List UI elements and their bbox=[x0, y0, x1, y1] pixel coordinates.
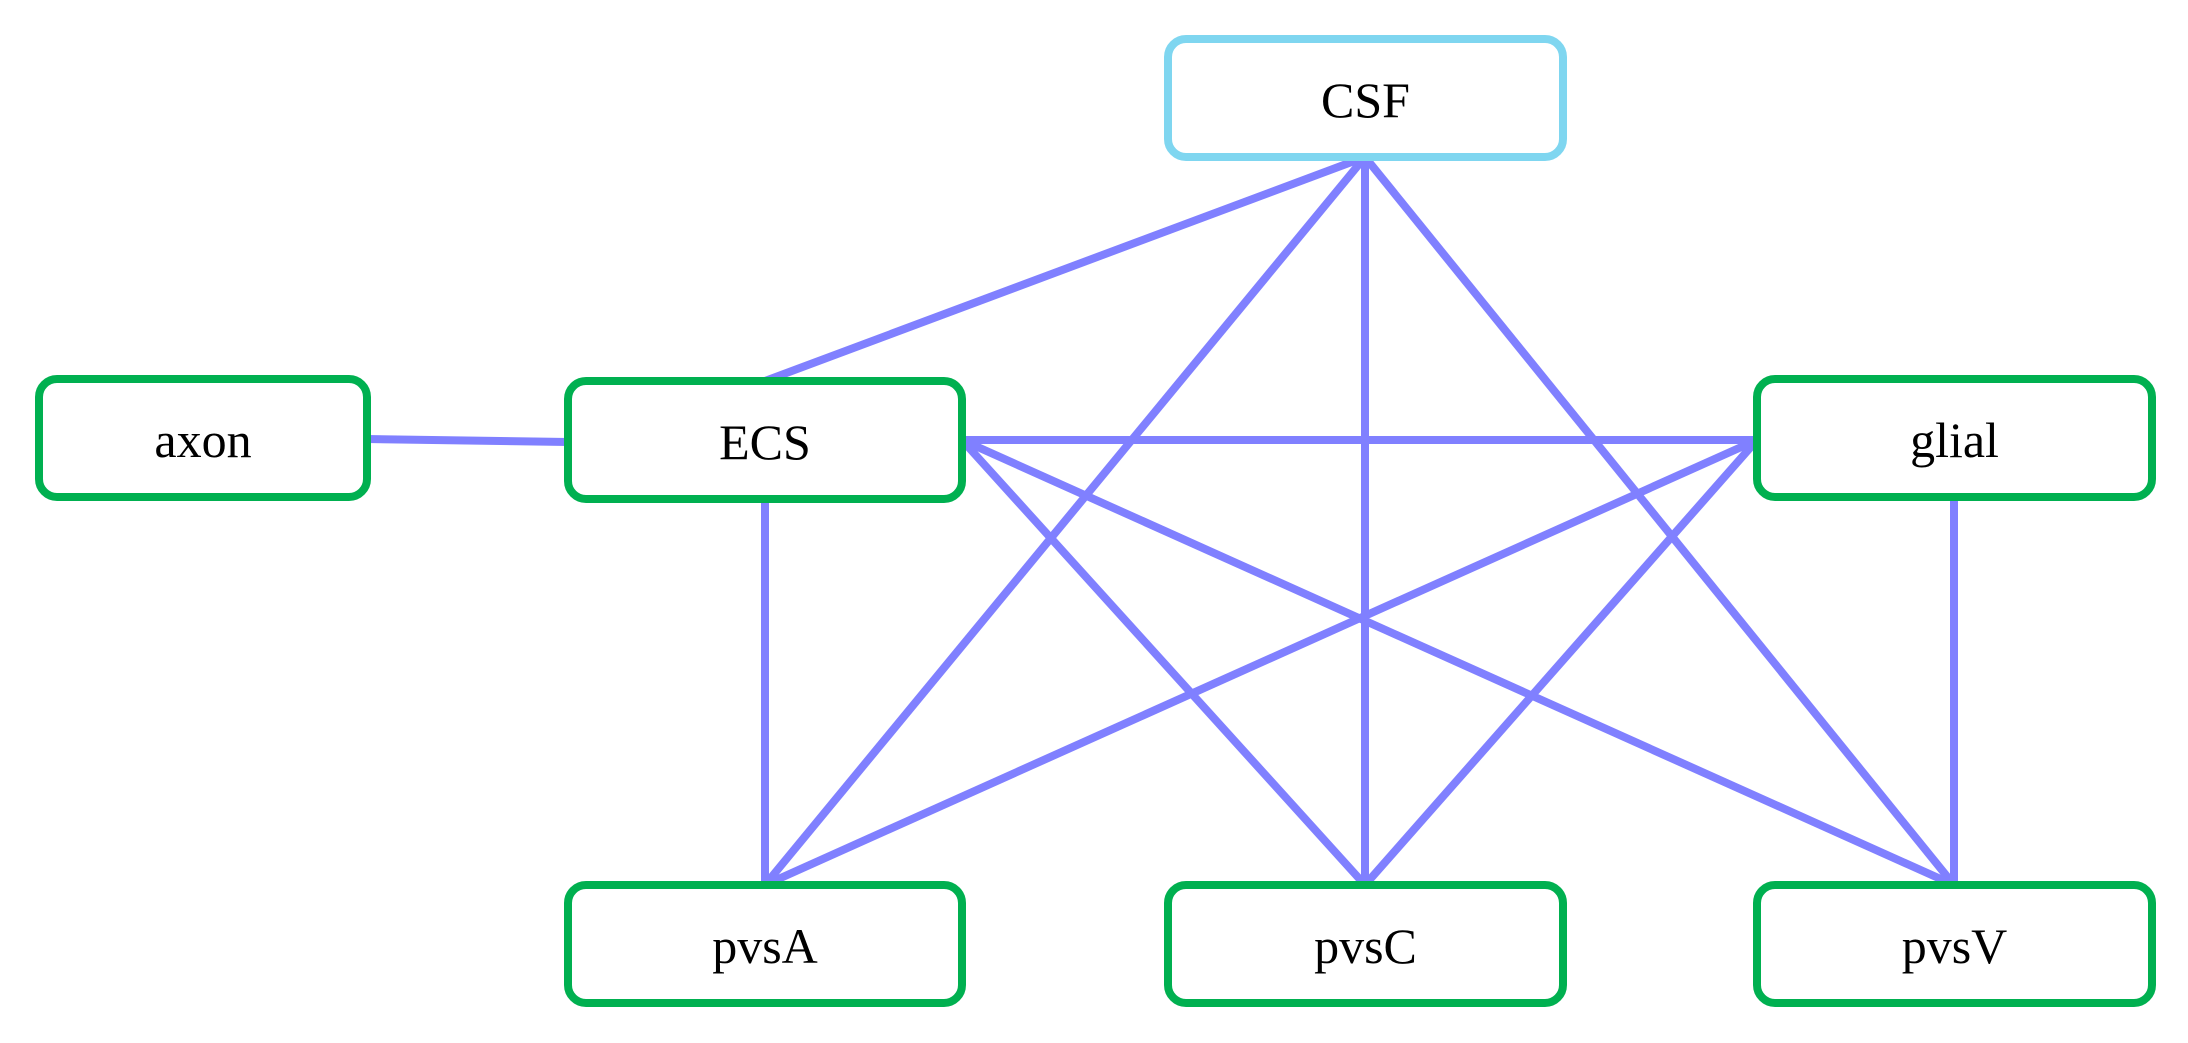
node-glial-box bbox=[1753, 375, 2156, 501]
edge-csf-pvsa bbox=[761, 154, 1369, 888]
edge-glial-pvsa bbox=[763, 436, 1759, 889]
edge-csf-pvsv bbox=[1361, 154, 1958, 888]
node-pvsc-box bbox=[1164, 881, 1567, 1007]
node-ecs: ECS bbox=[564, 377, 966, 503]
node-pvsa-label: pvsA bbox=[712, 918, 818, 974]
node-ecs-box bbox=[564, 377, 966, 503]
edges-layer bbox=[366, 153, 1958, 889]
node-csf-box bbox=[1164, 35, 1567, 161]
node-axon-box bbox=[35, 375, 371, 501]
edge-ecs-csf bbox=[763, 153, 1367, 385]
node-csf-label: CSF bbox=[1321, 72, 1410, 128]
node-pvsa: pvsA bbox=[564, 881, 966, 1007]
node-csf: CSF bbox=[1164, 35, 1567, 161]
node-pvsv: pvsV bbox=[1753, 881, 2156, 1007]
edge-ecs-pvsv bbox=[960, 436, 1956, 889]
node-pvsv-box bbox=[1753, 881, 2156, 1007]
node-pvsa-box bbox=[564, 881, 966, 1007]
node-pvsc: pvsC bbox=[1164, 881, 1567, 1007]
node-axon: axon bbox=[35, 375, 371, 501]
node-glial: glial bbox=[1753, 375, 2156, 501]
edge-glial-pvsc bbox=[1361, 437, 1761, 888]
node-pvsv-label: pvsV bbox=[1902, 918, 2008, 974]
node-glial-label: glial bbox=[1910, 412, 1999, 468]
edge-ecs-pvsc bbox=[959, 437, 1368, 888]
edge-axon-ecs bbox=[366, 435, 569, 446]
node-pvsc-label: pvsC bbox=[1314, 918, 1417, 974]
node-ecs-label: ECS bbox=[719, 414, 811, 470]
node-axon-label: axon bbox=[154, 412, 251, 468]
